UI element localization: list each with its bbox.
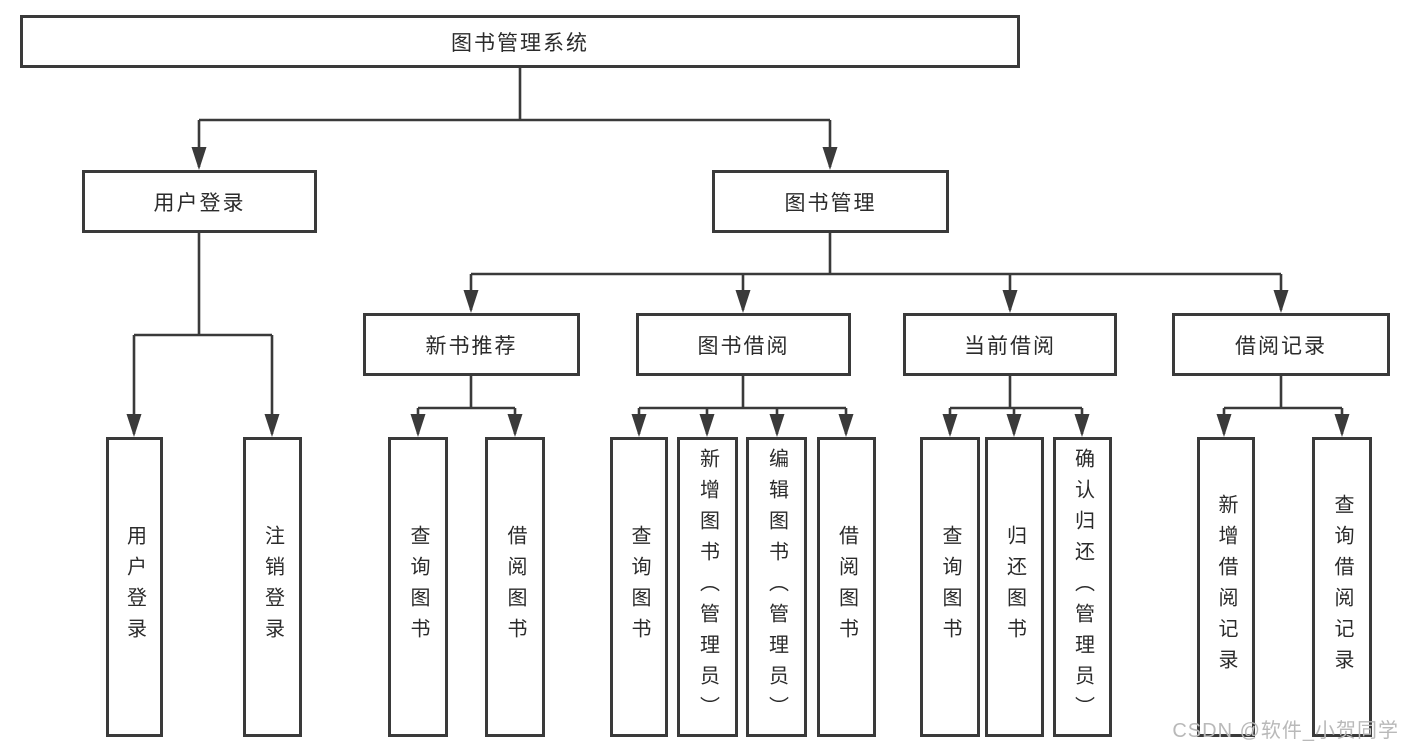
node-user-login: 用户登录 <box>82 170 317 233</box>
leaf-current-confirm-return-admin: 确认归还（管理员） <box>1053 437 1112 737</box>
arrowhead-icon <box>1216 414 1232 437</box>
arrowhead-icon <box>507 414 523 437</box>
arrowhead-icon <box>822 147 838 170</box>
leaf-borrow-borrow-books: 借阅图书 <box>817 437 876 737</box>
node-new-book-recommend: 新书推荐 <box>363 313 580 376</box>
leaf-recommend-borrow-books: 借阅图书 <box>485 437 545 737</box>
node-current-borrow: 当前借阅 <box>903 313 1117 376</box>
node-borrow-records: 借阅记录 <box>1172 313 1390 376</box>
leaf-records-query-record: 查询借阅记录 <box>1312 437 1372 737</box>
node-book-management: 图书管理 <box>712 170 949 233</box>
arrowhead-icon <box>1273 290 1289 313</box>
arrowhead-icon <box>735 290 751 313</box>
leaf-recommend-query-books: 查询图书 <box>388 437 448 737</box>
arrowhead-icon <box>463 290 479 313</box>
leaf-borrow-edit-books-admin: 编辑图书（管理员） <box>746 437 807 737</box>
leaf-borrow-add-books-admin: 新增图书（管理员） <box>677 437 738 737</box>
arrowhead-icon <box>838 414 854 437</box>
arrowhead-icon <box>126 414 142 437</box>
arrowhead-icon <box>1334 414 1350 437</box>
arrowhead-icon <box>191 147 207 170</box>
arrowhead-icon <box>1006 414 1022 437</box>
arrowhead-icon <box>410 414 426 437</box>
leaf-borrow-query-books: 查询图书 <box>610 437 668 737</box>
arrowhead-icon <box>699 414 715 437</box>
watermark: CSDN @软件_小贺同学 <box>1172 720 1399 742</box>
arrowhead-icon <box>264 414 280 437</box>
arrowhead-icon <box>631 414 647 437</box>
leaf-user-login: 用户登录 <box>106 437 163 737</box>
node-root: 图书管理系统 <box>20 15 1020 68</box>
arrowhead-icon <box>1002 290 1018 313</box>
arrowhead-icon <box>942 414 958 437</box>
leaf-current-query-books: 查询图书 <box>920 437 980 737</box>
leaf-current-return-books: 归还图书 <box>985 437 1044 737</box>
node-book-borrow: 图书借阅 <box>636 313 851 376</box>
leaf-logout-login: 注销登录 <box>243 437 302 737</box>
arrowhead-icon <box>1074 414 1090 437</box>
arrowhead-icon <box>769 414 785 437</box>
leaf-records-add-record: 新增借阅记录 <box>1197 437 1255 737</box>
